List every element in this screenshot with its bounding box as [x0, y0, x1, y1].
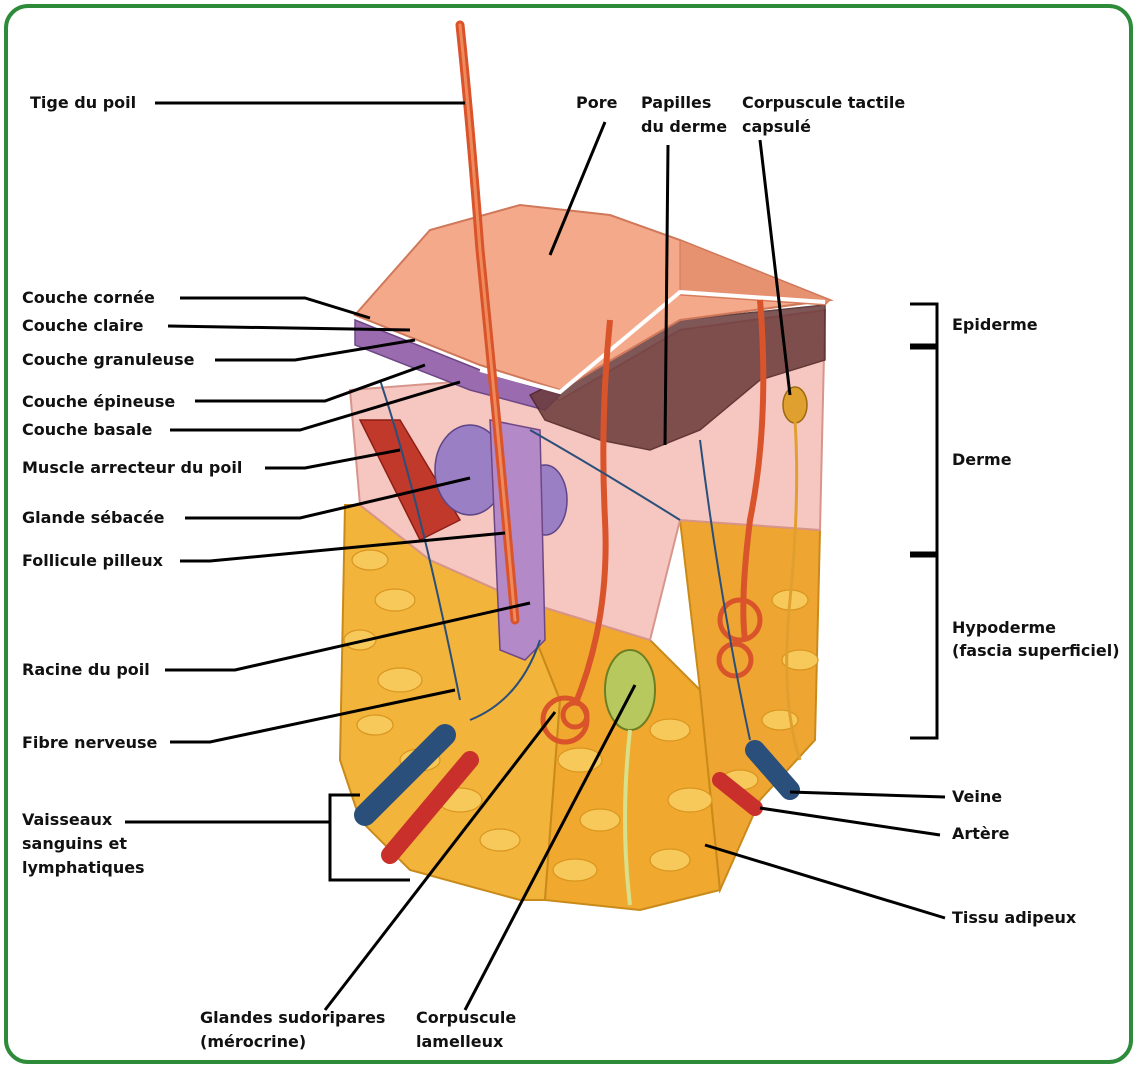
label-vaisseaux-2: sanguins et [22, 834, 127, 854]
label-corpuscule-tactile-1: Corpuscule tactile [742, 93, 905, 113]
label-glande-sebacee: Glande sébacée [22, 508, 165, 528]
label-vaisseaux-3: lymphatiques [22, 858, 145, 878]
label-couche-claire: Couche claire [22, 316, 143, 336]
label-racine-du-poil: Racine du poil [22, 660, 150, 680]
label-derme: Derme [952, 450, 1012, 470]
label-glandes-sudoripares-2: (mérocrine) [200, 1032, 306, 1052]
label-tissu-adipeux: Tissu adipeux [952, 908, 1076, 928]
label-artere: Artère [952, 824, 1010, 844]
label-hypoderme-1: Hypoderme [952, 618, 1056, 638]
label-epiderme: Epiderme [952, 315, 1038, 335]
label-couche-granuleuse: Couche granuleuse [22, 350, 194, 370]
label-couche-basale: Couche basale [22, 420, 152, 440]
label-vaisseaux-1: Vaisseaux [22, 810, 112, 830]
label-pore: Pore [576, 93, 617, 113]
label-corpuscule-lamelleux-2: lamelleux [416, 1032, 503, 1052]
tactile-corpuscle [783, 387, 807, 423]
label-veine: Veine [952, 787, 1002, 807]
label-hypoderme-2: (fascia superficiel) [952, 641, 1120, 661]
label-glandes-sudoripares-1: Glandes sudoripares [200, 1008, 385, 1028]
label-follicule-pilleux: Follicule pilleux [22, 551, 163, 571]
label-corpuscule-lamelleux-1: Corpuscule [416, 1008, 516, 1028]
label-fibre-nerveuse: Fibre nerveuse [22, 733, 157, 753]
label-tige-du-poil: Tige du poil [30, 93, 136, 113]
lamellated-corpuscle [605, 650, 655, 730]
label-papilles-2: du derme [641, 117, 727, 137]
label-muscle-arrecteur: Muscle arrecteur du poil [22, 458, 242, 478]
label-couche-cornee: Couche cornée [22, 288, 155, 308]
label-papilles-1: Papilles [641, 93, 711, 113]
label-corpuscule-tactile-2: capsulé [742, 117, 811, 137]
label-couche-epineuse: Couche épineuse [22, 392, 175, 412]
